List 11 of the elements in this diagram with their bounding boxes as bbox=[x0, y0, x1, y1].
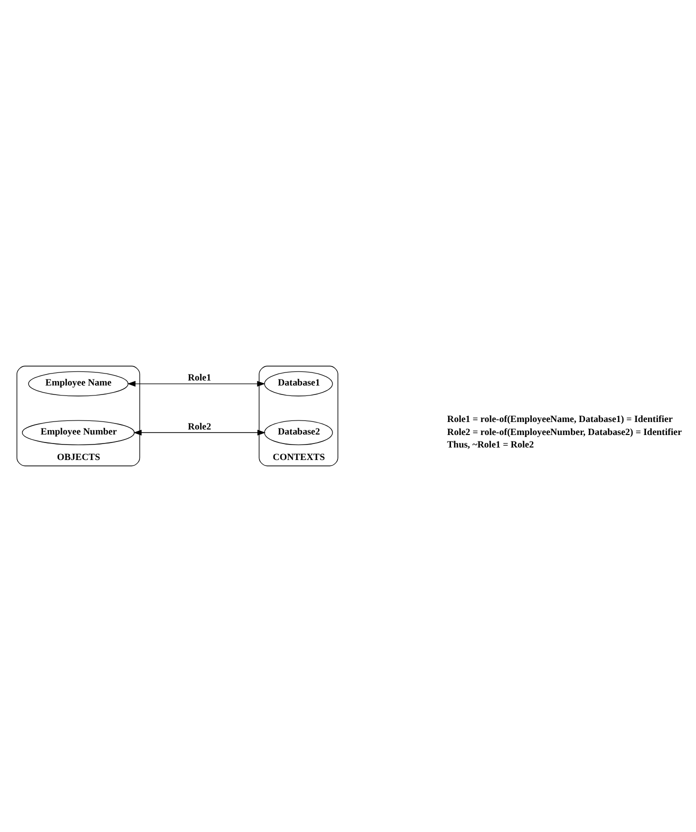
label: Role2 = role-of(EmployeeNumber, Database2) = Identifier bbox=[447, 428, 682, 438]
arrow bbox=[127, 380, 266, 387]
arrow bbox=[133, 430, 266, 436]
node-ellipse: Employee Name bbox=[28, 371, 128, 396]
label: Role1 = role-of(EmployeeName, Database1) = Identifier bbox=[447, 414, 673, 425]
edge-label: Role2 bbox=[188, 422, 212, 432]
label: Thus, ~Role1 = Role2 bbox=[447, 440, 534, 451]
node-ellipse: Employee Number bbox=[22, 420, 135, 446]
node-ellipse: Database1 bbox=[264, 371, 333, 396]
edge-label: Role1 bbox=[188, 374, 212, 384]
node-ellipse: Database2 bbox=[264, 420, 333, 446]
